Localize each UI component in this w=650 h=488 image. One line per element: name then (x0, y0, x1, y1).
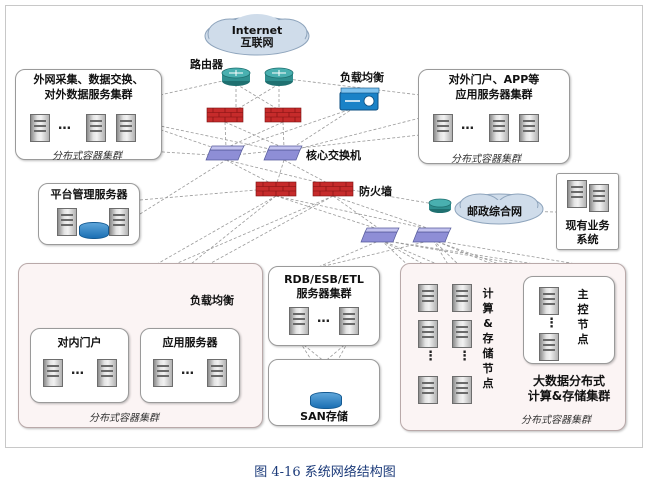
router-label: 路由器 (190, 58, 223, 71)
rdb-cluster-box: RDB/ESB/ETL 服务器集群 … (268, 266, 380, 346)
internet-label-cn: 互联网 (240, 36, 274, 49)
internet-cloud (204, 14, 310, 56)
load-balancer-top-label: 负载均衡 (340, 71, 384, 84)
firewall-label: 防火墙 (359, 185, 392, 198)
storage-icon (79, 222, 109, 239)
server-icon (567, 180, 587, 208)
app-server-label: 应用服务器 (162, 336, 218, 349)
server-icon (109, 208, 129, 236)
server-icon (452, 376, 472, 404)
top-left-cluster-subtitle: 分布式容器集群 (52, 151, 122, 162)
server-icon (452, 284, 472, 312)
platform-mgmt-label: 平台管理服务器 (50, 188, 128, 201)
core-switch-label: 核心交换机 (306, 149, 361, 162)
server-icon (289, 307, 309, 335)
server-icon (452, 320, 472, 348)
top-right-cluster-title-1: 对外门户、APP等 (448, 73, 540, 86)
server-icon (539, 287, 559, 315)
figure-caption: 图 4-16 系统网络结构图 (254, 465, 396, 480)
bigdata-cluster-subtitle: 分布式容器集群 (521, 415, 591, 426)
rdb-cluster-title-2: 服务器集群 (296, 287, 352, 300)
router-icon-postal (428, 198, 452, 213)
server-icon (539, 333, 559, 361)
san-disk-icon (310, 392, 342, 409)
server-icon (339, 307, 359, 335)
app-server-box: 应用服务器 … (140, 328, 240, 403)
postal-network-label: 邮政综合网 (467, 205, 522, 218)
bigdata-cluster-title-1: 大数据分布式 (532, 374, 605, 388)
bottom-load-balancer-label: 负载均衡 (190, 294, 234, 307)
server-icon (30, 114, 50, 142)
master-node-label: 主控节点 (577, 288, 589, 346)
server-icon (97, 359, 117, 387)
platform-mgmt-box: 平台管理服务器 (38, 183, 140, 245)
internal-portal-dots: … (71, 363, 84, 378)
top-left-cluster-box: 外网采集、数据交换、 对外数据服务集群 … 分布式容器集群 (15, 69, 162, 162)
bigdata-cluster-title-2: 计算&存储集群 (527, 389, 611, 403)
server-icon (589, 184, 609, 212)
server-icon (57, 208, 77, 236)
server-icon (43, 359, 63, 387)
server-icon (207, 359, 227, 387)
server-icon (418, 320, 438, 348)
master-node-box: ⋮ 主控节点 (523, 276, 615, 364)
master-vdots: ⋮ (545, 316, 558, 331)
existing-system-label-2: 系统 (576, 233, 599, 246)
bigdata-vdots-1: ⋮ (424, 349, 437, 364)
server-icon (418, 376, 438, 404)
compute-storage-node-label: 计算&存储节点 (482, 287, 494, 390)
top-left-cluster-title-1: 外网采集、数据交换、 (33, 73, 144, 86)
top-left-cluster-title-2: 对外数据服务集群 (44, 88, 133, 101)
server-icon (153, 359, 173, 387)
top-left-dots: … (58, 118, 71, 133)
top-right-cluster-box: 对外门户、APP等 应用服务器集群 … 分布式容器集群 (418, 69, 570, 165)
existing-system-label-1: 现有业务 (565, 219, 610, 232)
bigdata-cluster-box: ⋮ ⋮ 计算&存储节点 ⋮ 主控节点 大数据分布式 计算&存储集群 分布式容器集… (400, 263, 626, 431)
firewall-icons (206, 107, 354, 197)
san-label: SAN存储 (300, 410, 348, 423)
router-icon-left (221, 67, 251, 86)
top-right-cluster-subtitle: 分布式容器集群 (451, 154, 521, 165)
san-storage-box: SAN存储 (268, 359, 380, 426)
server-icon (489, 114, 509, 142)
internet-label: Internet (231, 24, 283, 37)
bigdata-vdots-2: ⋮ (458, 349, 471, 364)
existing-system-box: 现有业务 系统 (556, 173, 619, 250)
top-right-cluster-title-2: 应用服务器集群 (455, 88, 533, 101)
top-right-dots: … (461, 118, 474, 133)
server-icon (433, 114, 453, 142)
bottom-left-cluster-subtitle: 分布式容器集群 (89, 413, 159, 424)
router-icon-right (264, 67, 294, 86)
rdb-cluster-title-1: RDB/ESB/ETL (284, 273, 364, 286)
app-server-dots: … (181, 363, 194, 378)
server-icon (418, 284, 438, 312)
server-icon (519, 114, 539, 142)
internal-portal-label: 对内门户 (57, 336, 102, 349)
server-icon (116, 114, 136, 142)
server-icon (86, 114, 106, 142)
internal-portal-box: 对内门户 … (30, 328, 129, 403)
rdb-dots: … (317, 311, 330, 326)
postal-network-cloud (454, 193, 544, 225)
